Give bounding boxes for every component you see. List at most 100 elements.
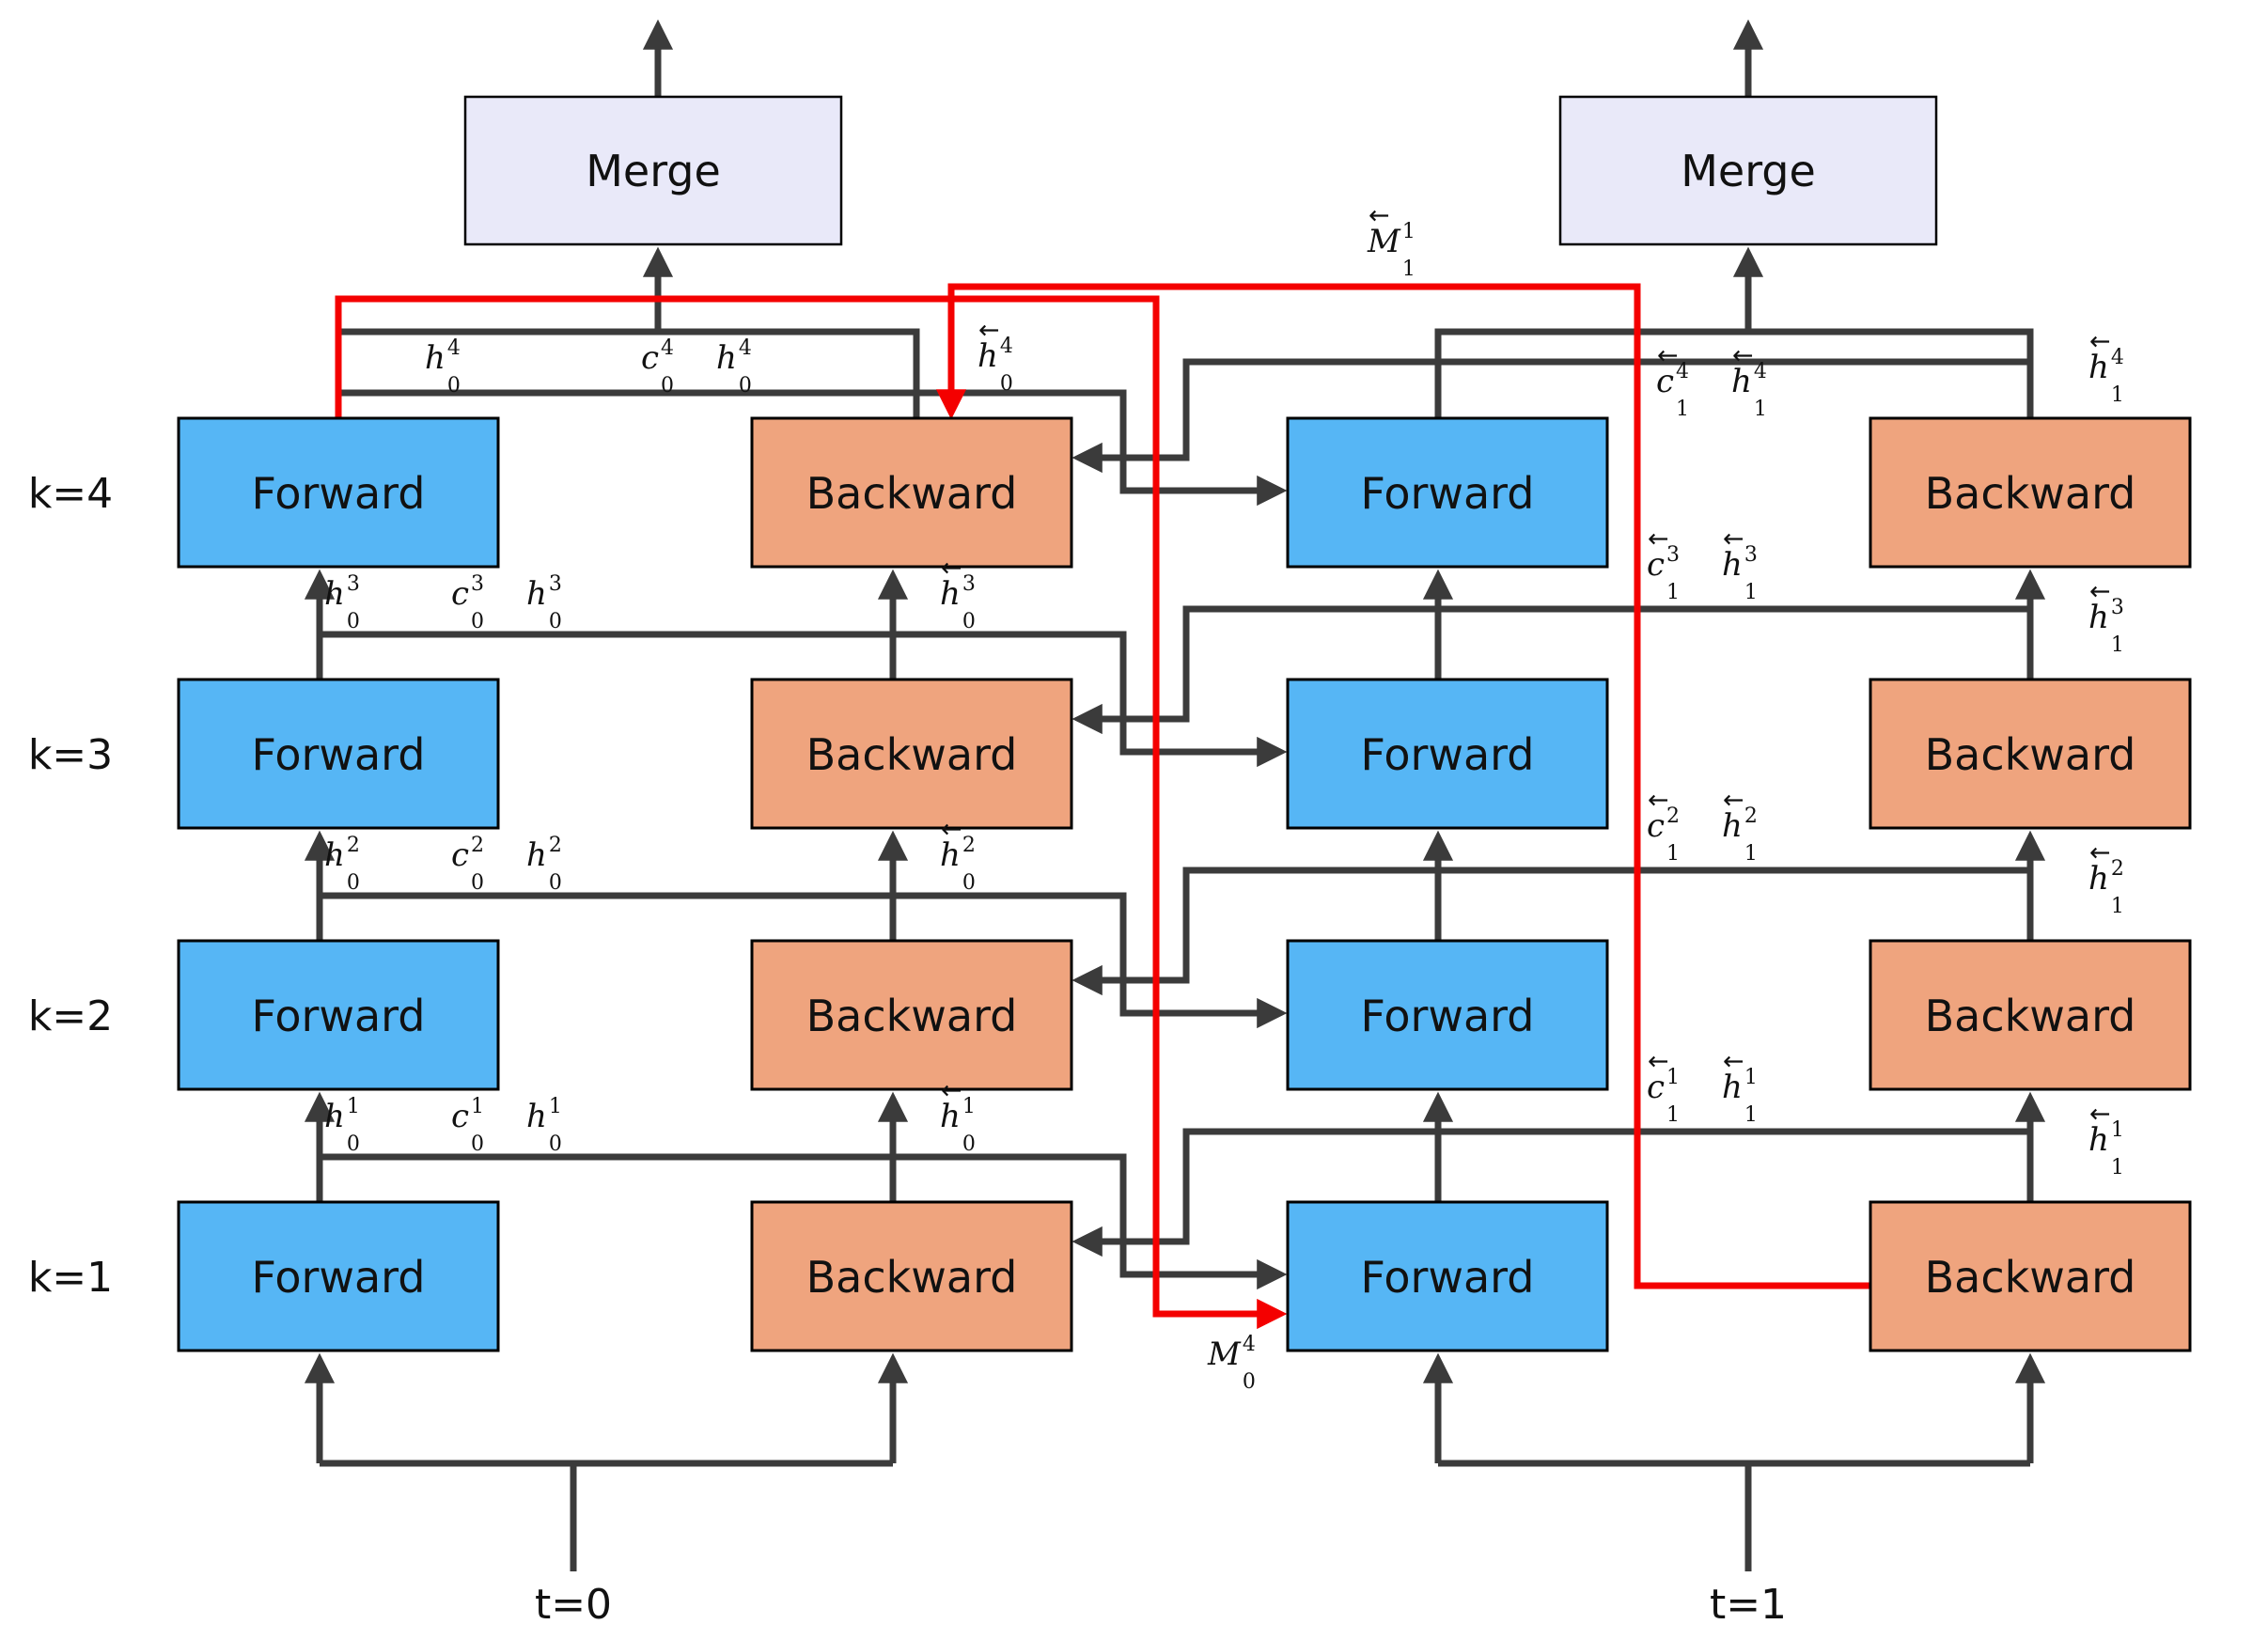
backward-box-t0-k3 [750,678,1073,830]
backward-label: Backward [1925,729,2136,780]
label-recurrent-cell-t1-k1-overleft-arrow-icon: ← [1648,1047,1669,1076]
backward-node-t1-k2: Backward [1869,939,2192,1091]
wire-recurrent-backward-k1 [1071,1128,2030,1257]
wire-recurrent-forward-k1 [320,1153,1288,1290]
backward-box-t0-k2 [750,939,1073,1091]
backward-node-t0-k4: Backward [750,416,1073,569]
node-boxes: Merge Merge Forward Backward Forward Bac… [177,95,2192,1352]
wire-input-tee-t1 [1438,1460,2030,1571]
forward-label: Forward [252,729,426,780]
label-backward-hidden-t1-k2-overleft-arrow-icon: ← [2089,838,2111,867]
forward-box-t0-k2 [177,939,500,1091]
forward-node-t1-k4: Forward [1286,416,1609,569]
label-backward-hidden-t0-k4-overleft-arrow-icon: ← [978,316,1000,345]
row-label-k2: k=2 [28,992,113,1040]
backward-node-t1-k3: Backward [1869,678,2192,830]
wire-recurrent-backward-k3 [1071,605,2030,735]
backward-label: Backward [806,991,1018,1041]
backward-node-t0-k2: Backward [750,939,1073,1091]
backward-box-t1-k4 [1869,416,2192,569]
forward-box-t1-k4 [1286,416,1609,569]
backward-label: Backward [1925,468,2136,519]
wire-recurrent-forward-k3 [320,631,1288,768]
forward-label: Forward [1361,729,1535,780]
wire-input-tee-t0 [320,1460,893,1571]
backward-box-t1-k2 [1869,939,2192,1091]
forward-label: Forward [1361,991,1535,1041]
forward-node-t0-k4: Forward [177,416,500,569]
forward-label: Forward [252,468,426,519]
label-recurrent-hidden-t1-k1-overleft-arrow-icon: ← [1723,1047,1744,1076]
row-labels: k=4 k=3 k=2 k=1 [28,470,113,1302]
wires-dark [304,19,2046,1571]
backward-label: Backward [1925,1252,2136,1303]
row-label-k3: k=3 [28,731,113,779]
backward-box-t1-k3 [1869,678,2192,830]
label-recurrent-cell-t1-k4-overleft-arrow-icon: ← [1657,341,1679,370]
forward-label: Forward [1361,468,1535,519]
merge-node-t1: Merge [1558,95,1938,246]
backward-node-t0-k3: Backward [750,678,1073,830]
forward-box-t1-k3 [1286,678,1609,830]
wires-memory [335,283,1870,1330]
forward-node-t1-k1: Forward [1286,1200,1609,1352]
label-backward-hidden-t1-k3-overleft-arrow-icon: ← [2089,577,2111,606]
backward-label: Backward [1925,991,2136,1041]
merge-node-t0: Merge [463,95,843,246]
forward-box-t0-k3 [177,678,500,830]
backward-label: Backward [806,468,1018,519]
wire-recurrent-forward-k4 [338,389,1288,507]
label-recurrent-cell-t1-k3-overleft-arrow-icon: ← [1648,524,1669,554]
backward-box-t1-k1 [1869,1200,2192,1352]
label-backward-hidden-t0-k1-overleft-arrow-icon: ← [941,1076,962,1105]
merge-label-t1: Merge [1681,146,1816,196]
backward-node-t0-k1: Backward [750,1200,1073,1352]
backward-node-t1-k4: Backward [1869,416,2192,569]
wire-recurrent-backward-k4 [1071,358,2030,474]
forward-node-t1-k3: Forward [1286,678,1609,830]
wire-merge1-bus [1434,328,2034,418]
time-label-t1: t=1 [1710,1581,1787,1629]
